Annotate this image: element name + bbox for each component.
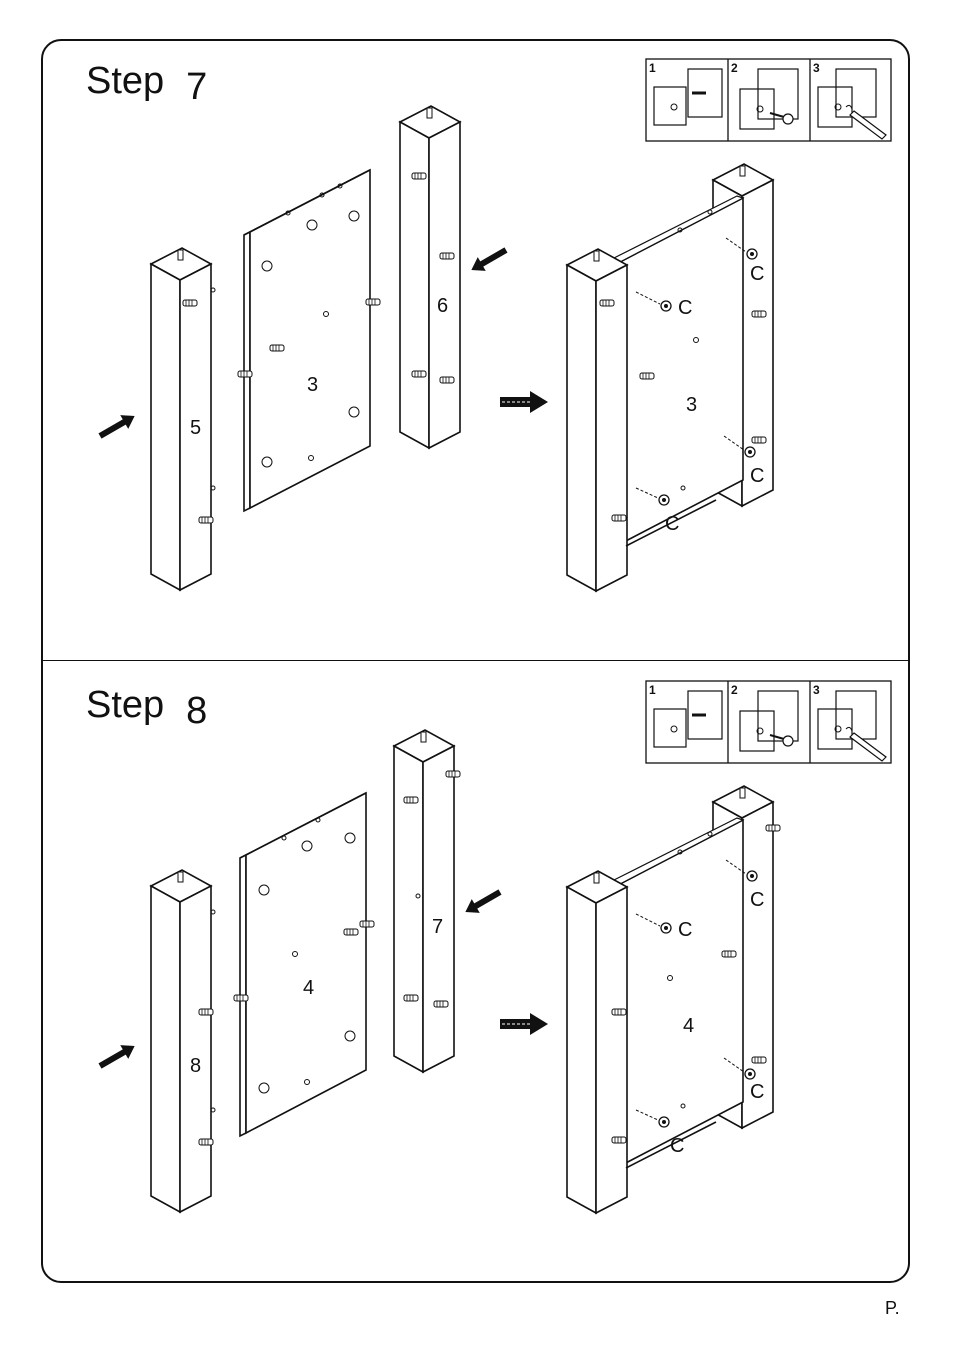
step-7-post-5 [151,248,215,590]
fastener-label-c: C [678,919,692,941]
inset-label-3: 3 [813,683,820,697]
fastener-label-c: C [750,465,764,487]
assembled-panel-label-4: 4 [683,1015,694,1037]
part-label-7: 7 [432,916,443,938]
fastener-label-c: C [670,1135,684,1157]
inset-label-3: 3 [813,61,820,75]
fastener-label-c: C [750,263,764,285]
fastener-label-c: C [665,513,679,535]
step-7-diagram: 1 2 3 5 [96,59,891,591]
assembled-panel-label-3: 3 [686,394,697,416]
step-7-inset: 1 2 3 [646,59,891,141]
part-label-5: 5 [190,417,201,439]
part-label-6: 6 [437,295,448,317]
page-label: P. [885,1298,900,1319]
step-8-post-8 [151,870,215,1212]
step-8-inset: 1 2 3 [646,681,891,763]
step-8-post-7 [394,730,460,1072]
fastener-label-c: C [750,889,764,911]
fastener-label-c: C [678,297,692,319]
step-8-panel-4 [234,793,374,1136]
part-label-4: 4 [303,977,314,999]
step-8-diagram: 1 2 3 8 [96,681,891,1213]
step-7-post-6 [400,106,460,448]
inset-label-1: 1 [649,683,656,697]
inset-label-2: 2 [731,61,738,75]
part-label-3: 3 [307,374,318,396]
inset-label-1: 1 [649,61,656,75]
fastener-label-c: C [750,1081,764,1103]
inset-label-2: 2 [731,683,738,697]
part-label-8: 8 [190,1055,201,1077]
step-7-panel-3 [238,170,380,511]
